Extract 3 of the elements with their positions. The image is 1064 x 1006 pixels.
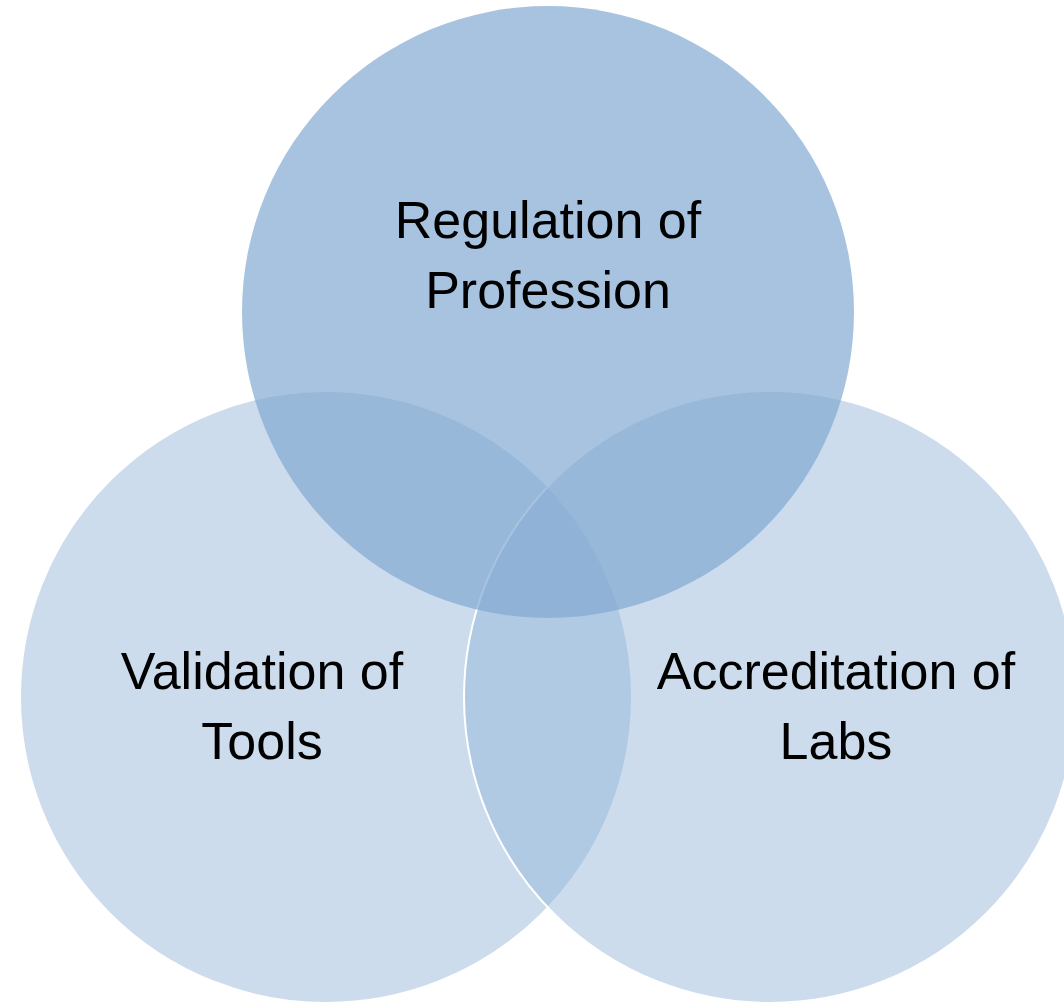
- category-label: Accreditation of Labs: [655, 641, 1017, 772]
- category-label: Regulation of Profession: [393, 190, 703, 321]
- category-label: Validation of Tools: [119, 641, 405, 772]
